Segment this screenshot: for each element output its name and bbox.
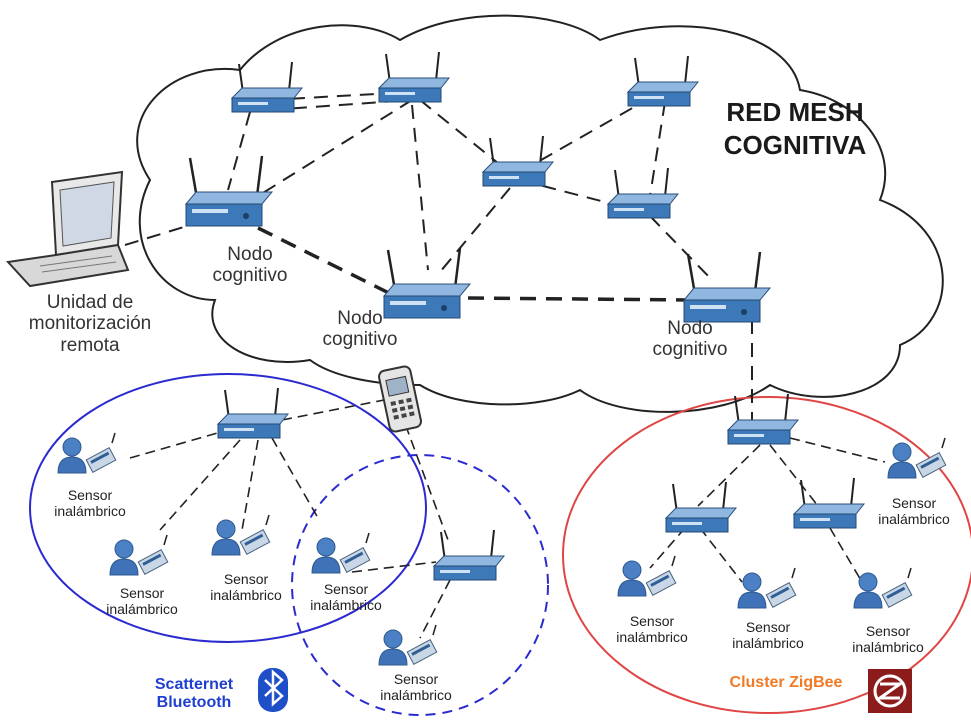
sensor-icon: [737, 567, 797, 609]
laptop-label: Unidad de monitorización remota: [0, 292, 180, 356]
node-label-line2: cognitivo: [212, 265, 288, 287]
sensor-label-line2: inalámbrico: [310, 596, 382, 613]
title-line1: RED MESH: [726, 97, 864, 127]
handheld-device-icon: [378, 365, 422, 433]
sensor-label-line1: Sensor: [119, 585, 165, 601]
bluetooth-label-line2: Bluetooth: [156, 694, 232, 712]
zigbee-router: [793, 477, 865, 529]
sensor-label: Sensor inalámbrico: [718, 619, 818, 651]
sensor-icon: [109, 534, 169, 576]
laptop-label-line1: Unidad de: [46, 292, 134, 313]
bluetooth-label-line1: Scatternet: [154, 676, 234, 693]
sensor-label: Sensor inalámbrico: [296, 581, 396, 613]
laptop-label-line3: remota: [60, 334, 120, 356]
sensor-label-line1: Sensor: [891, 495, 937, 511]
node-label: Nodo cognitivo: [300, 308, 420, 351]
title-line2: COGNITIVA: [723, 129, 867, 160]
sensor-label-line2: inalámbrico: [616, 628, 688, 645]
sensor-label: Sensor inalámbrico: [838, 623, 938, 655]
bluetooth-router: [217, 387, 289, 439]
bluetooth-scatternet-ring: [29, 373, 427, 643]
cluster-links: [129, 399, 886, 639]
node-label-line1: Nodo: [667, 318, 713, 339]
sensor-label-line1: Sensor: [629, 613, 675, 629]
node-label: Nodo cognitivo: [190, 244, 310, 287]
zigbee-cluster-ring: [562, 396, 971, 714]
sensor-label-line1: Sensor: [865, 623, 911, 639]
zigbee-router: [665, 481, 737, 533]
laptop-label-line2: monitorización: [28, 313, 152, 335]
sensor-icon: [57, 432, 117, 474]
sensor-icon: [311, 532, 371, 574]
sensor-label-line1: Sensor: [323, 581, 369, 597]
sensor-icon: [211, 514, 271, 556]
sensor-label: Sensor inalámbrico: [40, 487, 140, 519]
sensor-label-line2: inalámbrico: [852, 638, 924, 655]
sensor-label: Sensor inalámbrico: [864, 495, 964, 527]
sensor-label-line1: Sensor: [745, 619, 791, 635]
sensor-label-line1: Sensor: [393, 671, 439, 687]
sensor-label-line2: inalámbrico: [878, 510, 950, 527]
sensor-label-line2: inalámbrico: [54, 502, 126, 519]
node-label-line2: cognitivo: [652, 339, 728, 361]
sensor-label: Sensor inalámbrico: [196, 571, 296, 603]
network-title: RED MESH COGNITIVA: [690, 96, 900, 161]
sensor-label-line2: inalámbrico: [210, 586, 282, 603]
bluetooth-cluster-label: Scatternet Bluetooth: [134, 676, 254, 713]
sensor-label: Sensor inalámbrico: [602, 613, 702, 645]
sensor-icon: [617, 555, 677, 597]
sensor-label-line2: inalámbrico: [732, 634, 804, 651]
zigbee-cluster-label: Cluster ZigBee: [729, 674, 843, 691]
node-label-line1: Nodo: [227, 244, 273, 265]
bluetooth-router: [433, 529, 505, 581]
bluetooth-icon: [258, 668, 288, 712]
sensor-label-line2: inalámbrico: [380, 686, 452, 703]
bluetooth-piconet-ring: [291, 454, 549, 716]
node-label: Nodo cognitivo: [630, 318, 750, 361]
node-label-line2: cognitivo: [322, 329, 398, 351]
sensor-icon: [887, 437, 947, 479]
sensor-label-line2: inalámbrico: [106, 600, 178, 617]
sensor-label-line1: Sensor: [67, 487, 113, 503]
sensor-label: Sensor inalámbrico: [92, 585, 192, 617]
sensor-icon: [853, 567, 913, 609]
backbone-links: [257, 226, 691, 302]
sensor-label-line1: Sensor: [223, 571, 269, 587]
sensor-label: Sensor inalámbrico: [366, 671, 466, 703]
node-label-line1: Nodo: [337, 308, 383, 329]
zigbee-icon: [868, 669, 912, 713]
laptop-icon: [5, 170, 130, 288]
sensor-icon: [378, 624, 438, 666]
